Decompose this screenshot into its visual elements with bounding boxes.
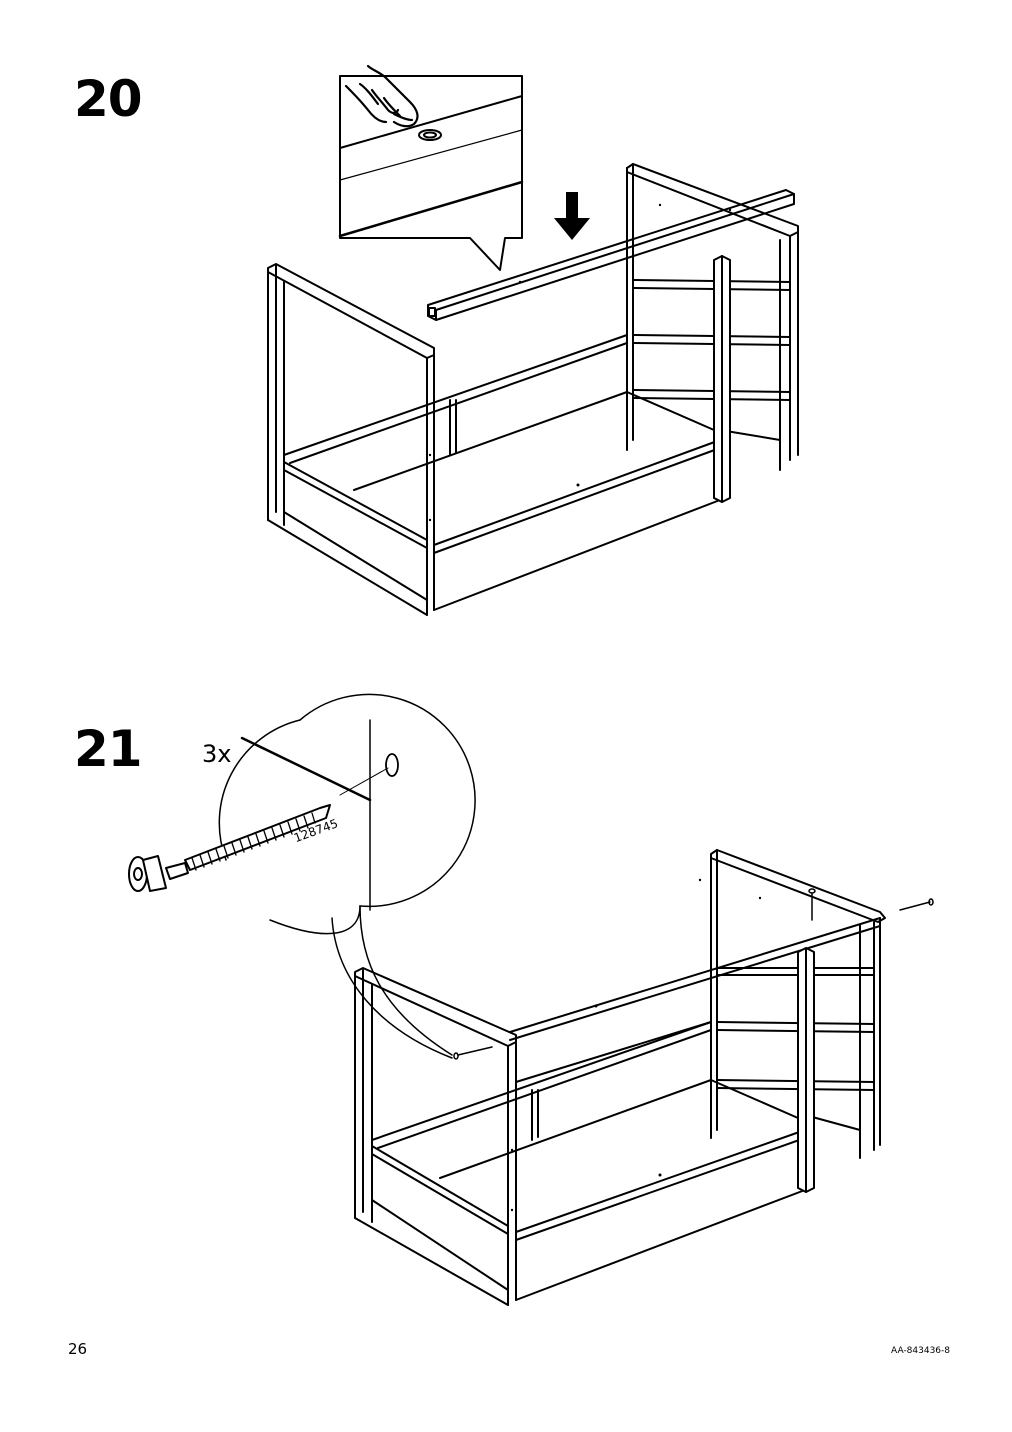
- bed-base: [283, 334, 721, 611]
- step-number-20: 20: [74, 70, 143, 128]
- step-number-21: 21: [74, 720, 143, 778]
- ladder-end-frame: [710, 849, 886, 1159]
- document-id: AA-843436-8: [891, 1346, 950, 1356]
- bed-base: [371, 1021, 806, 1301]
- left-end-frame: [267, 263, 435, 616]
- front-right-post: [797, 947, 815, 1193]
- step-20-illustration: [267, 64, 799, 616]
- screw-icon: [128, 804, 331, 892]
- detail-callout: [338, 75, 524, 271]
- frame-screw-icon: [453, 888, 934, 1060]
- quantity-label: 3x: [202, 740, 232, 768]
- screw-detail-callout: [218, 693, 476, 1059]
- left-end-frame: [354, 967, 517, 1306]
- hand-press-icon: [344, 64, 419, 128]
- front-right-post: [713, 255, 731, 503]
- page-number: 26: [68, 1340, 88, 1358]
- down-arrow-icon: [554, 192, 590, 240]
- part-number-label: 128745: [292, 816, 340, 846]
- top-rail: [509, 917, 881, 1041]
